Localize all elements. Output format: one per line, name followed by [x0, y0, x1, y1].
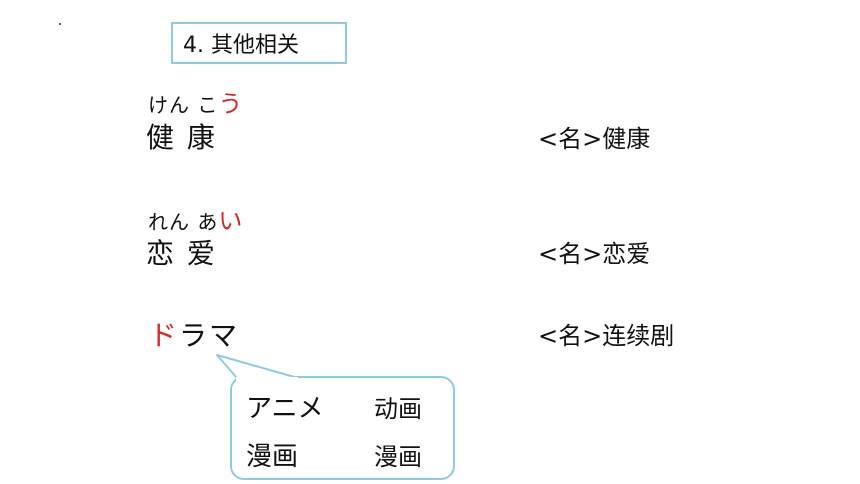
section-title-box: 4. 其他相关	[171, 22, 347, 64]
entry-3-word: ドラマ	[149, 314, 239, 354]
entry-2-ruby: れん あい	[148, 201, 243, 236]
entry-2-ruby-highlight: い	[218, 207, 244, 235]
callout-gloss-2: 漫画	[374, 443, 422, 471]
entry-3-word-text: ラマ	[179, 319, 240, 352]
entry-1-word-text: 健 康	[146, 121, 217, 154]
entry-1-ruby-text: けん こ	[148, 93, 219, 117]
entry-2-meaning: <名>恋爱	[538, 240, 651, 268]
entry-2-word: 恋 爱	[146, 232, 217, 272]
entry-3-word-highlight: ド	[149, 319, 180, 352]
callout-gloss-1: 动画	[374, 395, 422, 423]
callout-term-1: アニメ	[246, 394, 324, 424]
section-title: 4. 其他相关	[183, 33, 299, 58]
callout-term-2: 漫画	[246, 442, 299, 472]
callout-row-2: 漫画 漫画	[246, 436, 422, 473]
entry-2-ruby-text: れん あ	[148, 210, 219, 234]
entry-1-ruby: けん こう	[148, 84, 243, 119]
entry-1-word: 健 康	[146, 116, 217, 156]
entry-1-meaning: <名>健康	[538, 125, 651, 153]
entry-3-meaning: <名>连续剧	[538, 322, 675, 350]
entry-1-ruby-highlight: う	[218, 90, 244, 118]
callout-pointer	[216, 354, 299, 383]
callout-bubble: アニメ 动画 漫画 漫画	[230, 376, 455, 480]
stray-dot	[59, 23, 61, 25]
entry-2-word-text: 恋 爱	[146, 237, 217, 270]
callout-row-1: アニメ 动画	[246, 388, 422, 425]
